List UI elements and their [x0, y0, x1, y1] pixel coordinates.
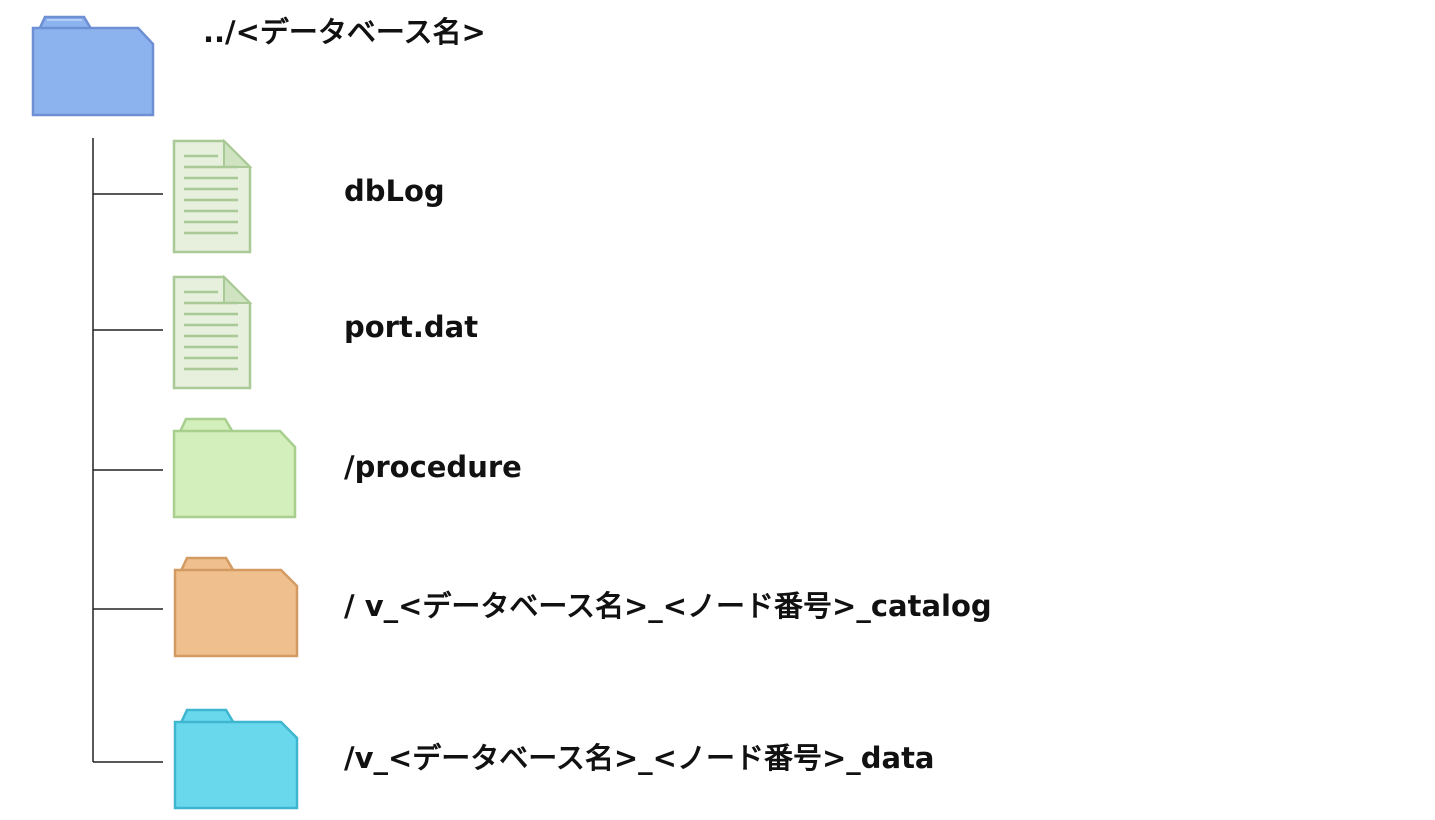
dblog-document-icon	[172, 138, 253, 254]
root-folder-icon	[31, 15, 155, 117]
tree-connectors	[92, 138, 163, 763]
root-folder-label: ../<データベース名>	[203, 15, 486, 49]
procedure-label: /procedure	[344, 450, 522, 484]
port-dat-label: port.dat	[344, 310, 479, 344]
catalog-folder-icon	[173, 556, 299, 658]
catalog-label: / v_<データベース名>_<ノード番号>_catalog	[344, 589, 992, 623]
procedure-folder-icon	[172, 417, 297, 519]
dblog-label: dbLog	[344, 174, 445, 208]
data-label: /v_<データベース名>_<ノード番号>_data	[344, 741, 935, 775]
port-dat-document-icon	[172, 274, 253, 390]
data-folder-icon	[173, 708, 299, 810]
